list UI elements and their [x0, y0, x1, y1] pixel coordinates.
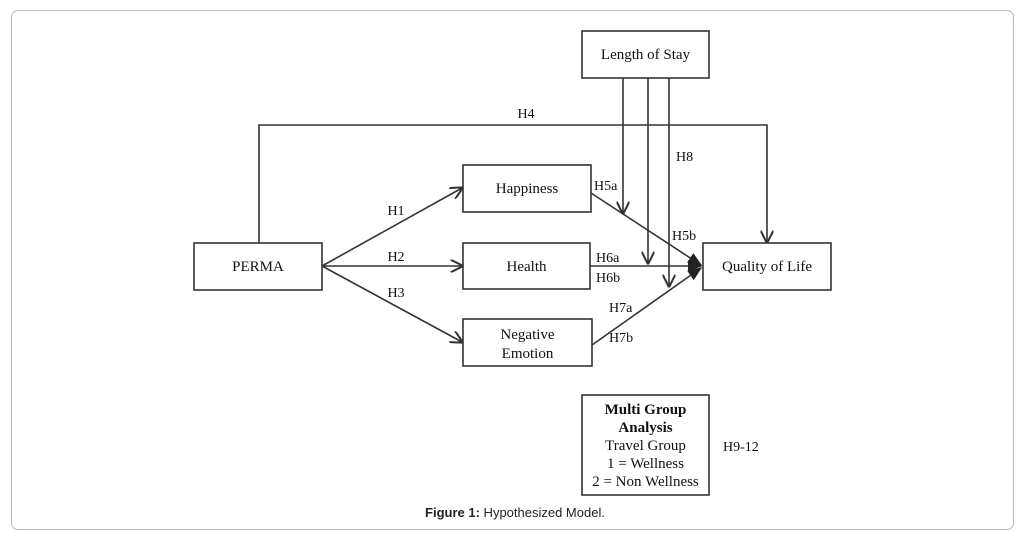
figure-caption: Figure 1: Hypothesized Model.: [0, 505, 1030, 520]
node-label: PERMA: [232, 259, 284, 275]
multi-group-title-line-2: Analysis: [618, 420, 672, 436]
node-label-line-1: Negative: [500, 327, 554, 343]
edge-label-h1: H1: [387, 204, 404, 219]
edge-h5a: [590, 192, 703, 266]
node-label: Health: [507, 259, 547, 275]
edge-label-h6a: H6a: [596, 251, 620, 266]
multi-group-line-3: 2 = Non Wellness: [592, 474, 699, 490]
node-label: Quality of Life: [722, 259, 812, 275]
node-negative-emotion: Negative Emotion: [462, 318, 593, 367]
edge-label-h2: H2: [387, 250, 404, 265]
edge-label-h7a: H7a: [609, 301, 633, 316]
edge-label-h6b: H6b: [596, 271, 620, 286]
edge-label-h3: H3: [387, 286, 404, 301]
node-length-of-stay: Length of Stay: [581, 30, 710, 79]
node-label: Length of Stay: [601, 47, 691, 63]
caption-prefix: Figure 1:: [425, 505, 480, 520]
edge-h1: [321, 188, 462, 267]
multi-group-line-1: Travel Group: [605, 438, 686, 454]
multi-group-title-line-1: Multi Group: [605, 402, 687, 418]
node-quality-of-life: Quality of Life: [702, 242, 832, 291]
edge-label-h5b: H5b: [672, 229, 696, 244]
edge-label-h8: H8: [676, 150, 693, 165]
edge-label-h5a: H5a: [594, 179, 618, 194]
multi-group-line-2: 1 = Wellness: [607, 456, 684, 472]
node-health: Health: [462, 242, 591, 290]
edge-h4: [258, 124, 767, 243]
edge-label-h4: H4: [517, 107, 534, 122]
node-perma: PERMA: [193, 242, 323, 291]
edge-h7a: [591, 267, 703, 346]
caption-text: Hypothesized Model.: [479, 505, 605, 520]
side-label-h9-12: H9-12: [723, 440, 759, 455]
edge-h3: [321, 265, 462, 342]
edge-label-h7b: H7b: [609, 331, 633, 346]
node-multi-group-analysis: Multi Group Analysis Travel Group 1 = We…: [581, 394, 710, 496]
node-label-line-2: Emotion: [502, 346, 554, 362]
node-happiness: Happiness: [462, 164, 592, 213]
node-label: Happiness: [496, 181, 559, 197]
